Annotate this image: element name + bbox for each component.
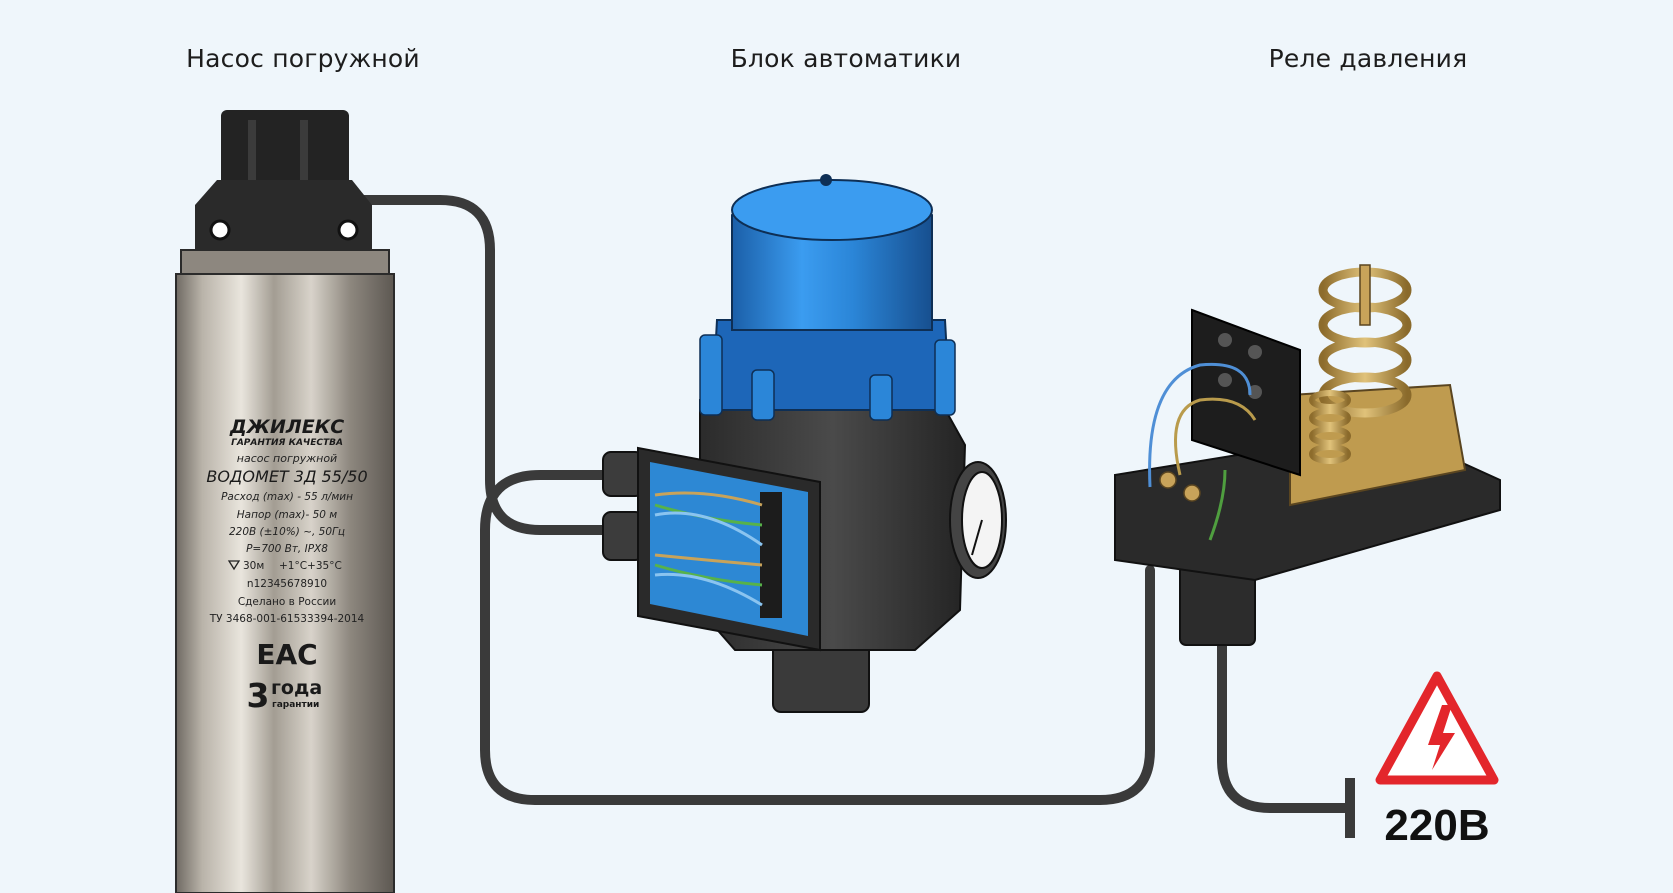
submersible-pump: ДЖИЛЕКС ГАРАНТИЯ КАЧЕСТВА насос погружно… [175, 110, 395, 893]
pump-voltage: 220В (±10%) ~, 50Гц [229, 526, 345, 538]
eac-mark: EAC [256, 638, 317, 671]
relay-heading: Реле давления [1268, 44, 1468, 73]
cap-skirt [710, 319, 952, 411]
pump-type: насос погружной [237, 452, 337, 465]
warranty-word: года [271, 677, 322, 699]
pump-model: ВОДОМЕТ 3Д 55/50 [206, 467, 367, 486]
adjusting-screw [1359, 264, 1371, 326]
relay-to-mains-cable [1217, 635, 1353, 813]
power-cables [350, 195, 1355, 838]
pump-flow: Расход (max) - 55 л/мин [221, 491, 353, 503]
pump-body [175, 273, 395, 893]
pump-made-in: Сделано в России [238, 596, 336, 608]
pump-power: Р=700 Вт, IPX8 [246, 543, 328, 555]
pump-brand: ДЖИЛЕКС [229, 416, 344, 438]
pressure-controller [602, 174, 1007, 713]
depth-icon [227, 560, 241, 571]
small-spring [1309, 390, 1351, 464]
pump-brand-tagline: ГАРАНТИЯ КАЧЕСТВА [231, 438, 343, 448]
terminal-strip [760, 492, 782, 618]
cap-top [731, 179, 933, 241]
mount-hole-right [337, 219, 359, 241]
controller-to-relay-cable [480, 470, 1155, 805]
pump-head-housing [195, 180, 372, 256]
pump-serial: n12345678910 [247, 578, 327, 590]
pump-collar [180, 249, 390, 275]
mount-hole-left [209, 219, 231, 241]
pump-depth: 30м [243, 560, 264, 572]
pump-to-controller-cable [350, 195, 645, 535]
pump-standard: ТУ 3468-001-61533394-2014 [209, 613, 365, 625]
pump-heading: Насос погружной [186, 44, 420, 73]
relay-wire-brown [1174, 397, 1257, 476]
power-source: 220В [1375, 671, 1499, 850]
lightning-bolt-icon [1428, 705, 1455, 770]
pressure-relay [1114, 264, 1501, 646]
terminal-block [1191, 308, 1301, 477]
ground-screw-2 [1183, 484, 1201, 502]
controller-heading: Блок автоматики [730, 44, 962, 73]
pump-head-spec: Напор (max)- 50 м [237, 509, 338, 521]
voltage-label: 220В [1384, 801, 1489, 850]
ground-screw-1 [1159, 471, 1177, 489]
pump-temp: +1°С+35°С [279, 560, 342, 572]
relay-wire-green [1208, 469, 1227, 541]
relay-wire-blue [1148, 362, 1252, 488]
warranty-sub: гарантии [272, 700, 319, 710]
warranty-number: 3 [247, 676, 270, 715]
